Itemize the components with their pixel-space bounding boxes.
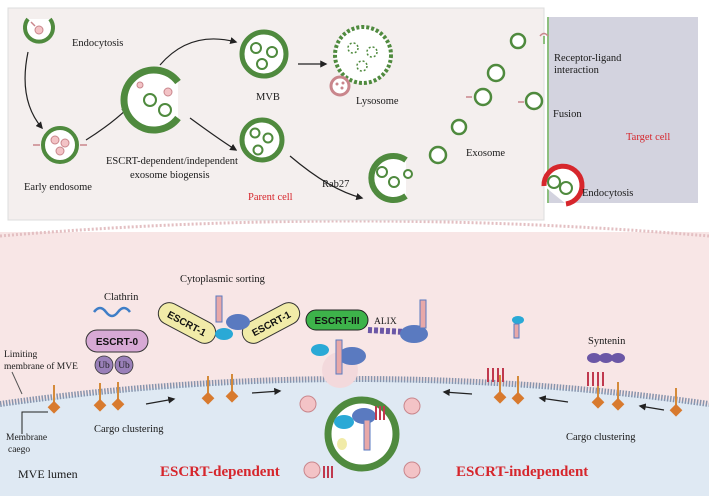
fusing-mvb [368,153,413,203]
label-exosome: Exosome [466,148,505,159]
label-lysosome: Lysosome [356,96,399,107]
label-cargo-clustering-left: Cargo clustering [94,424,164,435]
arrow-cargo-4 [538,395,569,403]
arrow-to-mvb2 [189,117,238,151]
endocytosis-vesicle [23,17,55,44]
label-fusion: Fusion [553,109,582,120]
label-target-endocytosis: Endocytosis [582,188,633,199]
arrow-to-mvb [159,37,238,66]
label-clathrin: Clathrin [104,292,139,303]
label-cytoplasmic-sorting: Cytoplasmic sorting [180,274,266,285]
membrane-cargo-pointer [21,411,48,434]
escrt0-complex: ESCRT-0 Ub Ub [85,329,149,375]
escrt3-alix-complex: ESCRT-III ALIX [305,299,428,388]
ub-label-2: Ub [118,361,130,371]
upper-membrane [0,219,709,238]
label-syntenin: Syntenin [588,336,626,347]
arrow-cargo-3 [442,388,473,397]
syntenin-complex [487,316,625,386]
label-mvb: MVB [256,92,280,103]
label-cargo-clustering-right: Cargo clustering [566,432,636,443]
mvb [239,29,289,79]
label-receptor-ligand-2: interaction [554,65,600,76]
label-mve-lumen: MVE lumen [18,467,78,481]
biogenesis-endosome [120,66,181,134]
label-receptor-ligand-1: Receptor-ligand [554,53,622,64]
label-alix: ALIX [374,317,397,327]
released-exosomes [428,32,544,165]
escrt3-label: ESCRT-III [314,316,359,327]
intraluminal-vesicle [299,395,421,479]
clathrin-icon [93,306,131,318]
label-early-endosome: Early endosome [24,182,92,193]
receptor-ligand-site [539,32,549,44]
mvb-to-membrane [239,117,285,163]
escrt1-complex: ESCRT-1 ESCRT-1 [157,295,301,344]
label-escrt-independent: ESCRT-independent [456,464,588,480]
escrt0-label: ESCRT-0 [96,337,139,348]
arrow-cargo-1 [145,396,176,405]
label-limiting-2: membrane of MVE [4,361,78,372]
arrow-cargo-5 [638,403,665,411]
arrow-cargo-2 [251,387,282,396]
label-membrane-1: Membrane [6,433,47,443]
arrow-rab27 [289,155,364,201]
arrow-endocytosis-to-early [24,51,43,130]
target-endocytosis-vesicle [541,163,585,207]
label-parent-cell: Parent cell [248,192,293,203]
label-endocytosis: Endocytosis [72,38,123,49]
early-endosome [33,126,87,164]
label-escrt-dependent: ESCRT-dependent [160,464,280,480]
label-target-cell: Target cell [626,132,670,143]
label-biogenesis-line2: exosome biogensis [130,170,210,181]
ub-label-1: Ub [98,361,110,371]
limiting-pointer [11,371,23,395]
lysosome [329,25,393,97]
label-biogenesis-line1: ESCRT-dependent/independent [106,156,238,167]
label-limiting-1: Limiting [4,350,38,360]
label-membrane-2: caego [8,445,30,455]
label-rab27: Rab27 [322,179,349,190]
